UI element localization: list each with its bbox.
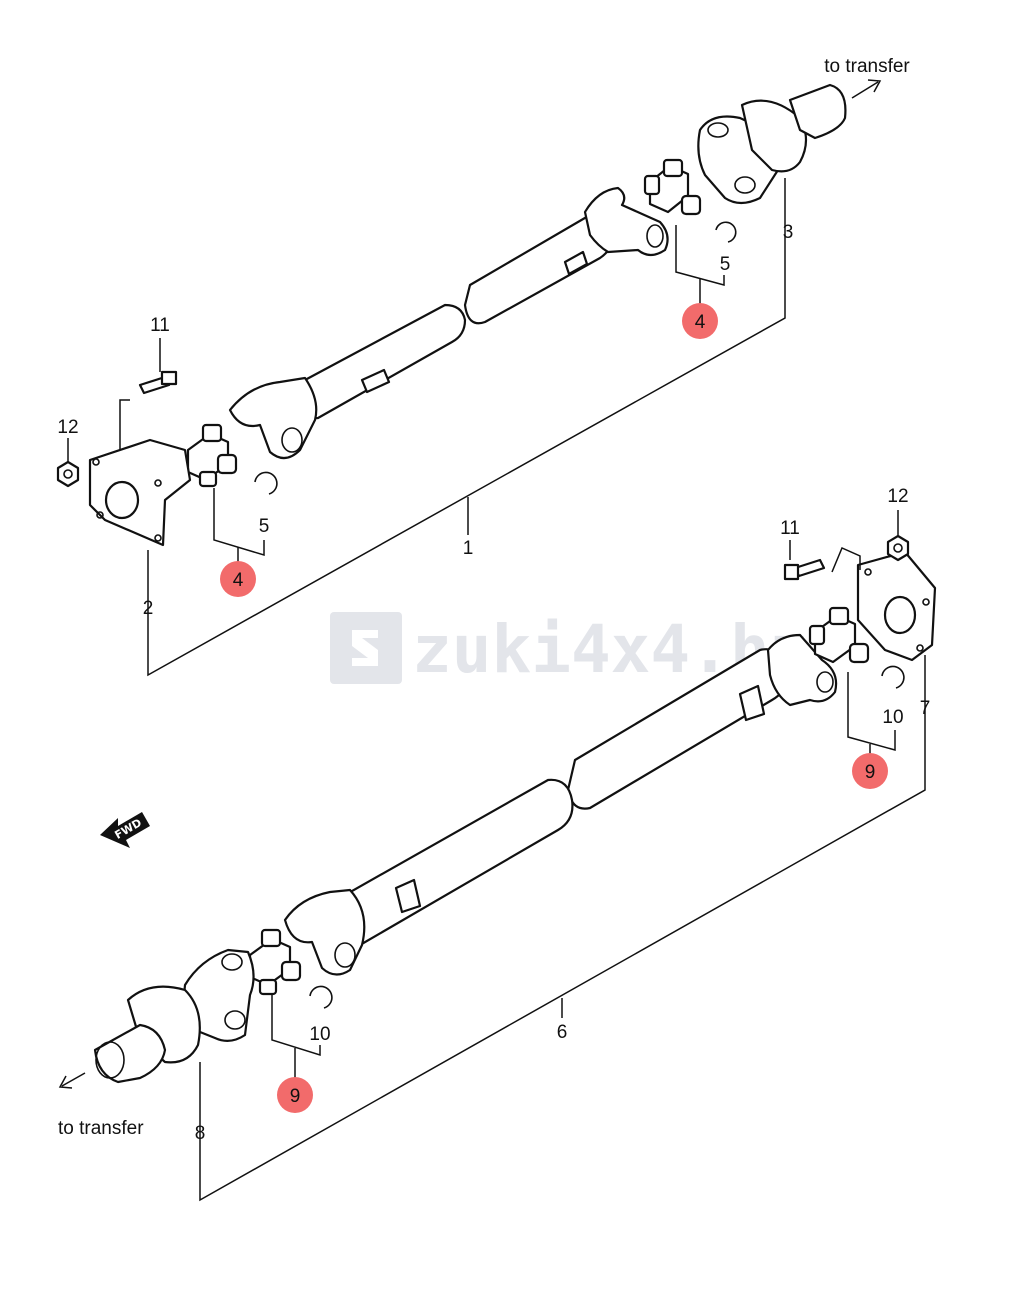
upper-rear-circlip bbox=[715, 221, 737, 243]
spider-cap bbox=[201, 423, 223, 443]
upper-direction-arrow-icon bbox=[851, 79, 882, 99]
callout-2: 2 bbox=[143, 598, 154, 619]
spider-cap bbox=[280, 960, 302, 982]
callout-11-upper: 11 bbox=[150, 315, 170, 336]
lower-front-circlip bbox=[309, 985, 333, 1009]
lower-balance-weight-front bbox=[394, 878, 422, 914]
spider-cap bbox=[848, 642, 870, 664]
spider-cap bbox=[662, 158, 684, 178]
nut-hole bbox=[893, 543, 903, 553]
yoke-hole bbox=[734, 176, 756, 194]
leader-lines bbox=[67, 178, 926, 1202]
suzuki-s-icon bbox=[352, 630, 378, 666]
flange-bolt-hole bbox=[154, 479, 162, 487]
badge-label: 9 bbox=[290, 1086, 301, 1107]
lower-tube-yoke-front bbox=[283, 888, 366, 976]
yoke-hole bbox=[646, 224, 664, 248]
spider-cap bbox=[643, 174, 661, 196]
spider-cap bbox=[260, 928, 282, 948]
spline-bore bbox=[95, 1041, 125, 1079]
badge-4-front[interactable]: 4 bbox=[220, 561, 256, 597]
yoke-hole bbox=[224, 1010, 246, 1030]
lower-tube-front bbox=[336, 778, 574, 947]
yoke-hole bbox=[221, 953, 243, 971]
flange-bolt-hole bbox=[96, 511, 104, 519]
badge-4-rear[interactable]: 4 bbox=[682, 303, 718, 339]
upper-flange-yoke bbox=[88, 438, 192, 547]
spider-cap bbox=[680, 194, 702, 216]
flange-bore bbox=[104, 480, 140, 520]
spider-cap bbox=[258, 978, 278, 996]
fwd-arrow-shape bbox=[100, 812, 150, 848]
badge-label: 4 bbox=[233, 570, 244, 591]
upper-nut bbox=[56, 460, 80, 488]
highlight-circle bbox=[852, 753, 888, 789]
callout-5-front: 5 bbox=[259, 516, 270, 537]
lower-propeller-shaft bbox=[93, 534, 937, 1084]
callout-10-front: 10 bbox=[309, 1024, 330, 1045]
badge-9-rear[interactable]: 9 bbox=[852, 753, 888, 789]
callout-11-lower: 11 bbox=[780, 518, 800, 539]
upper-balance-weight-rear bbox=[563, 250, 589, 276]
flange-bore bbox=[883, 595, 917, 635]
highlight-circle bbox=[277, 1077, 313, 1113]
fwd-arrow-icon: FWD bbox=[100, 812, 150, 848]
callout-1: 1 bbox=[463, 538, 474, 559]
badge-label: 9 bbox=[865, 762, 876, 783]
upper-slip-spline bbox=[788, 83, 847, 140]
bolt-head bbox=[783, 563, 800, 581]
highlight-circle bbox=[220, 561, 256, 597]
upper-front-circlip bbox=[254, 471, 278, 495]
upper-tube-front bbox=[296, 303, 467, 420]
yoke-hole bbox=[334, 942, 356, 968]
flange-bolt-hole bbox=[922, 598, 930, 606]
yoke-hole bbox=[707, 122, 729, 138]
upper-slip-sleeve bbox=[740, 99, 808, 173]
upper-propeller-shaft bbox=[56, 83, 847, 547]
lower-balance-weight-rear bbox=[738, 684, 766, 722]
flange-bolt-hole bbox=[92, 458, 100, 466]
spider-cap bbox=[198, 470, 218, 488]
flange-bolt-hole bbox=[864, 568, 872, 576]
label-to-transfer-lower: to transfer bbox=[58, 1118, 144, 1139]
callout-12-upper: 12 bbox=[57, 417, 78, 438]
flange-bolt-hole bbox=[916, 644, 924, 652]
nut-hole bbox=[63, 469, 73, 479]
lower-slip-spline bbox=[93, 1023, 167, 1084]
badge-9-front[interactable]: 9 bbox=[277, 1077, 313, 1113]
callout-7: 7 bbox=[920, 698, 931, 719]
spider-cap bbox=[808, 624, 826, 646]
flange-bolt-hole bbox=[154, 534, 162, 542]
lower-direction-arrow-icon bbox=[58, 1072, 86, 1089]
callout-10-rear: 10 bbox=[882, 707, 903, 728]
callout-5-rear: 5 bbox=[720, 254, 731, 275]
yoke-hole bbox=[816, 671, 834, 693]
bolt-head bbox=[160, 370, 178, 386]
label-to-transfer-upper: to transfer bbox=[824, 56, 910, 77]
lower-nut bbox=[886, 534, 910, 562]
badge-label: 4 bbox=[695, 312, 706, 333]
lower-bolt bbox=[793, 558, 826, 578]
callout-12-lower: 12 bbox=[887, 486, 908, 507]
lower-rear-circlip bbox=[881, 665, 905, 689]
callout-6: 6 bbox=[557, 1022, 568, 1043]
highlight-circle bbox=[682, 303, 718, 339]
upper-balance-weight-front bbox=[360, 368, 391, 394]
spider-cap bbox=[216, 453, 238, 475]
yoke-hole bbox=[281, 427, 303, 453]
callout-8: 8 bbox=[195, 1123, 206, 1144]
spider-cap bbox=[828, 606, 850, 626]
upper-tube-yoke-front bbox=[228, 376, 318, 460]
callout-3: 3 bbox=[783, 222, 794, 243]
